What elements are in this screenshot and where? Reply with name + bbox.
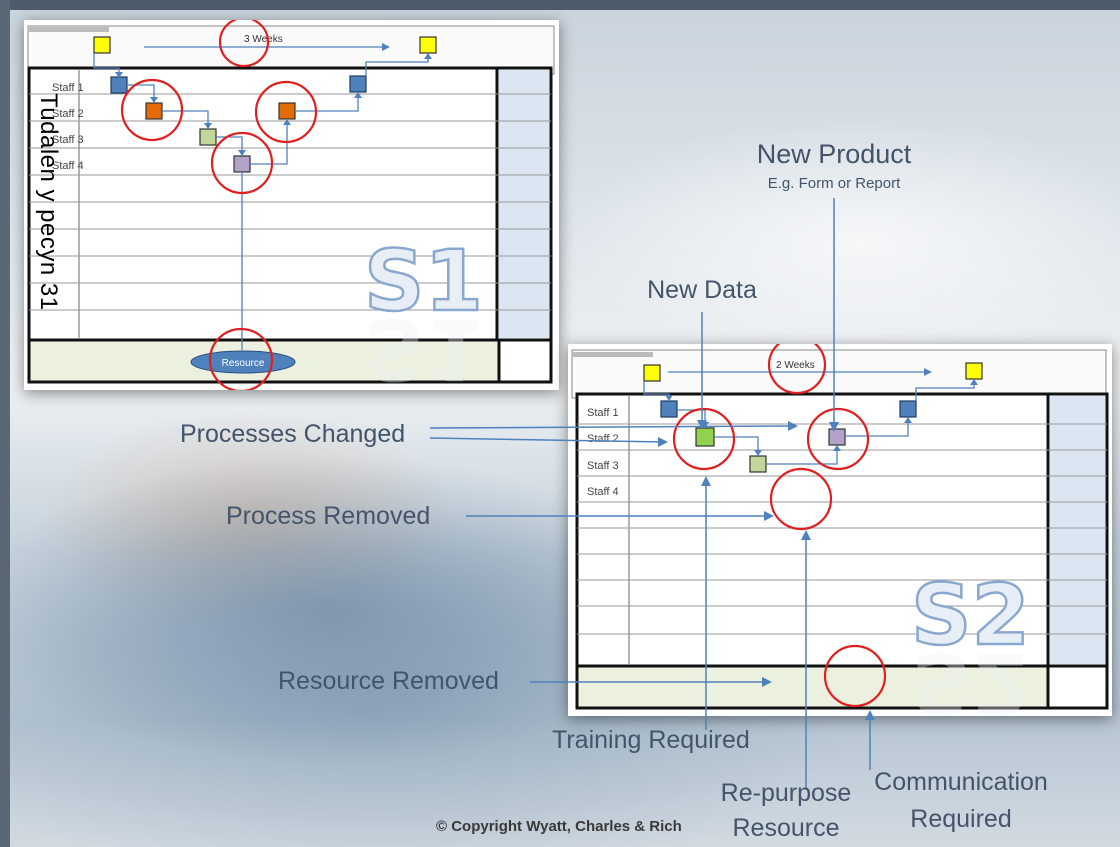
s2-diagram: S2 S2 2 Weeks — [571, 344, 1109, 716]
s1-staff-label: Staff 2 — [52, 108, 84, 120]
s2-process-box — [899, 400, 917, 418]
s1-tag: S1 — [364, 232, 483, 330]
s1-process-box — [110, 76, 128, 94]
s2-highlight-circle — [672, 407, 736, 471]
s1-diagram: S1 S1 3 Weeks — [27, 20, 555, 390]
communication-label-line2: Required — [910, 805, 1012, 833]
s2-staff-label: Staff 2 — [587, 433, 619, 445]
s1-process-box — [233, 155, 251, 173]
repurpose-label-line2: Resource — [732, 814, 840, 842]
s1-process-box — [349, 75, 367, 93]
s2-tag: S2 — [911, 566, 1030, 664]
s2-staff-label: Staff 1 — [587, 407, 619, 419]
s1-end-box — [419, 36, 437, 54]
s1-highlight-circle — [254, 80, 318, 144]
s1-resource-ellipse — [190, 350, 296, 374]
s1-row-lines — [29, 93, 551, 311]
training-required-label: Training Required — [552, 726, 750, 754]
s2-highlight-circle — [806, 407, 870, 471]
s1-start-box — [93, 36, 111, 54]
s1-process-box — [278, 102, 296, 120]
resource-removed-label: Resource Removed — [278, 667, 499, 695]
s2-staff-label: Staff 4 — [587, 486, 619, 498]
page-caption-text: Tudalen y pecyn 31 — [35, 93, 62, 311]
s1-tag-reflection: S1 — [364, 300, 483, 390]
new-product-sublabel: E.g. Form or Report — [767, 175, 901, 192]
page-caption: Tudalen y pecyn 31 — [34, 93, 74, 423]
s2-staff-label: Staff 3 — [587, 460, 619, 472]
copyright-notice: © Copyright Wyatt, Charles & Rich — [436, 818, 682, 835]
communication-label-line1: Communication — [874, 768, 1048, 796]
s1-resource-label: Resource — [222, 358, 265, 369]
s1-staff-label: Staff 1 — [52, 82, 84, 94]
s2-process-box — [695, 427, 715, 447]
new-product-label: New Product — [756, 139, 912, 169]
s2-start-box — [643, 364, 661, 382]
s2-highlight-circle — [769, 467, 833, 531]
processes-changed-label: Processes Changed — [180, 420, 406, 448]
s2-duration-label: 2 Weeks — [776, 360, 815, 371]
s2-row-lines — [577, 423, 1107, 635]
s1-staff-label: Staff 3 — [52, 134, 84, 146]
repurpose-label-line1: Re-purpose — [720, 779, 852, 807]
s2-process-box — [828, 428, 846, 446]
s1-highlight-circle — [208, 327, 274, 390]
s2-diagram-panel: S2 S2 2 Weeks — [568, 344, 1112, 716]
s1-diagram-panel: S1 S1 3 Weeks — [24, 20, 559, 390]
s2-end-box — [965, 362, 983, 380]
s2-tag-reflection: S2 — [911, 634, 1030, 716]
s1-highlight-circle — [210, 131, 274, 195]
s2-highlight-circle — [767, 344, 827, 395]
s2-process-box — [749, 455, 767, 473]
s1-duration-label: 3 Weeks — [244, 34, 283, 45]
process-removed-label: Process Removed — [226, 502, 431, 530]
s1-highlight-circle — [120, 78, 184, 142]
s1-highlight-circle — [218, 20, 270, 68]
s1-process-box — [145, 102, 163, 120]
s1-staff-label: Staff 4 — [52, 160, 84, 172]
s2-process-box — [660, 400, 678, 418]
s2-highlight-circle — [823, 644, 887, 708]
s1-process-box — [199, 128, 217, 146]
new-data-label: New Data — [647, 276, 757, 304]
